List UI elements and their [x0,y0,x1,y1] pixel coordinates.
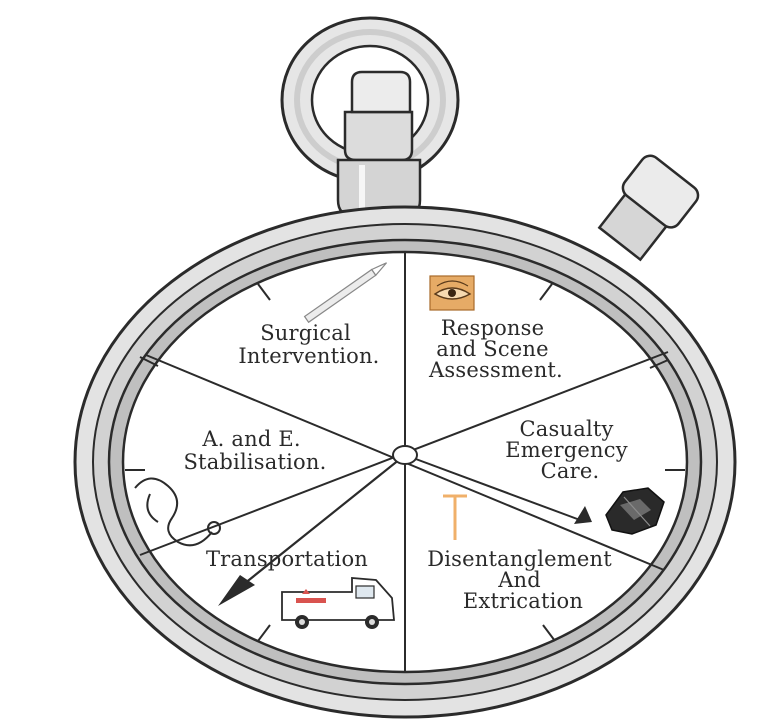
label-line: Stabilisation. [183,450,326,474]
crown [282,18,458,216]
label-line: Care. [541,459,600,483]
label-line: Surgical [260,321,351,345]
label-line: Transportation [206,547,368,571]
side-button [593,152,702,265]
crown-cap [352,72,410,112]
label-response-and-scene-assessment: Response and Scene Assessment. [428,316,563,382]
label-line: Extrication [463,589,583,613]
label-transportation: Transportation [206,547,368,571]
label-a-and-e-stabilisation: A. and E. Stabilisation. [183,427,326,474]
label-line: A. and E. [201,427,300,451]
crown-stem [345,112,412,160]
label-line: Intervention. [238,344,379,368]
label-line: Assessment. [428,358,563,382]
center-pivot [393,446,417,464]
eye-icon [430,276,474,310]
